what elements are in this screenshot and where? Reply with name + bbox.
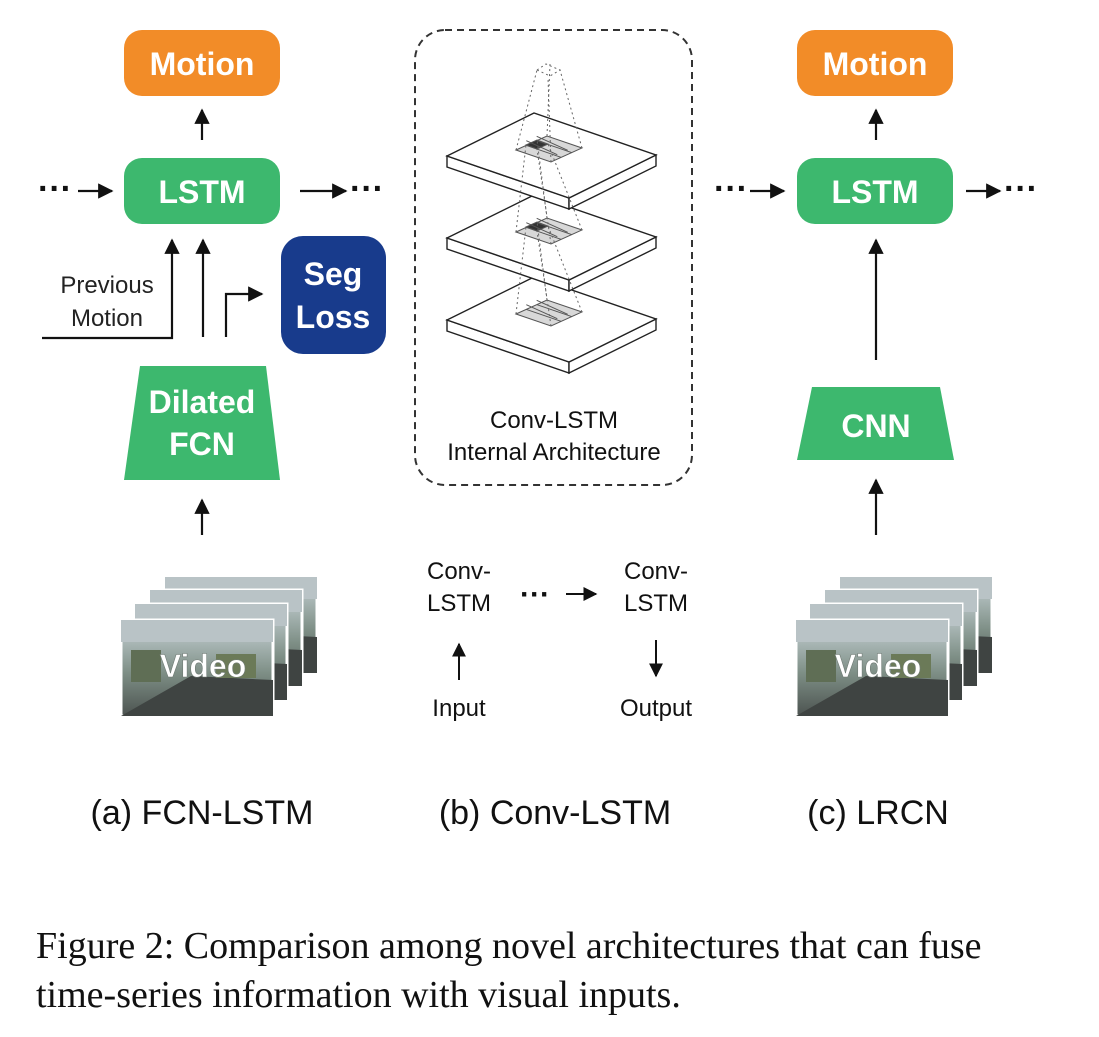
motion-box-c: Motion bbox=[797, 30, 953, 96]
motion-label-a: Motion bbox=[150, 46, 255, 82]
internal-architecture-line1: Conv-LSTM bbox=[490, 407, 618, 434]
video-label-c: Video bbox=[835, 648, 922, 684]
cnn-label: CNN bbox=[841, 408, 910, 444]
cnn-box: CNN bbox=[797, 387, 954, 460]
previous-motion-line1: Previous bbox=[60, 272, 153, 299]
input-label: Input bbox=[432, 695, 486, 722]
conv-layer-stack bbox=[445, 63, 658, 375]
dots-left-c: ··· bbox=[714, 170, 748, 208]
dots-b: ··· bbox=[520, 578, 550, 611]
conv-lstm-node2-line2: LSTM bbox=[624, 590, 688, 617]
receptive-field-lines bbox=[515, 63, 583, 327]
internal-architecture-line2: Internal Architecture bbox=[447, 439, 660, 466]
conv-lstm-node2-line1: Conv- bbox=[624, 558, 688, 585]
dilated-fcn-line2: FCN bbox=[169, 426, 235, 462]
motion-label-c: Motion bbox=[823, 46, 928, 82]
video-frames-a: Video bbox=[119, 575, 319, 718]
sublabel-c: (c) LRCN bbox=[807, 794, 949, 832]
lstm-box-c: LSTM bbox=[797, 158, 953, 224]
seg-loss-box: Seg Loss bbox=[281, 236, 386, 354]
seg-loss-line2: Loss bbox=[296, 299, 371, 335]
video-label-a: Video bbox=[160, 648, 247, 684]
motion-box-a: Motion bbox=[124, 30, 280, 96]
lstm-label-c: LSTM bbox=[831, 174, 918, 210]
architecture-figure: Motion LSTM ··· ··· Previous Motion Seg … bbox=[38, 29, 1038, 832]
figure-caption: Figure 2: Comparison among novel archite… bbox=[36, 925, 982, 1016]
video-frames-c: Video bbox=[794, 575, 994, 718]
dots-right-a: ··· bbox=[350, 170, 384, 208]
sublabel-b: (b) Conv-LSTM bbox=[439, 794, 671, 832]
dilated-fcn-line1: Dilated bbox=[149, 384, 256, 420]
sublabel-a: (a) FCN-LSTM bbox=[91, 794, 314, 832]
arrow-fcn-to-segloss bbox=[224, 286, 264, 337]
dots-left-a: ··· bbox=[38, 170, 72, 208]
seg-loss-line1: Seg bbox=[304, 256, 363, 292]
previous-motion-line2: Motion bbox=[71, 305, 143, 332]
panel-c: Motion LSTM ··· ··· CNN Video (c) LRCN bbox=[714, 30, 1038, 832]
lstm-box-a: LSTM bbox=[124, 158, 280, 224]
output-label: Output bbox=[620, 695, 692, 722]
internal-architecture-container bbox=[414, 29, 693, 486]
conv-lstm-node1-line1: Conv- bbox=[427, 558, 491, 585]
lstm-label-a: LSTM bbox=[158, 174, 245, 210]
dots-right-c: ··· bbox=[1004, 170, 1038, 208]
conv-lstm-node1-line2: LSTM bbox=[427, 590, 491, 617]
arrow-previous-motion bbox=[42, 238, 180, 340]
panel-a: Motion LSTM ··· ··· Previous Motion Seg … bbox=[38, 30, 386, 832]
panel-b: Conv-LSTM Internal Architecture Conv- LS… bbox=[414, 29, 693, 832]
dilated-fcn-box: Dilated FCN bbox=[124, 366, 280, 480]
